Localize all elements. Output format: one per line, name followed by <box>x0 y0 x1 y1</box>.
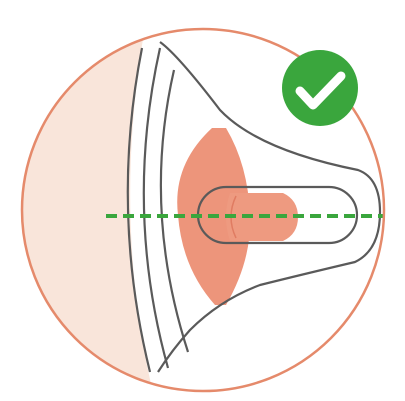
frame-circle-outline <box>20 27 386 393</box>
flange-layer-3 <box>159 69 190 353</box>
badge-circle <box>282 50 358 126</box>
checkmark-badge <box>282 50 358 126</box>
checkmark-icon <box>295 71 346 110</box>
flange-outline <box>126 41 382 373</box>
flange-layer-2 <box>142 47 170 369</box>
flange-layer-1 <box>126 47 152 373</box>
flange-outer-edge <box>157 41 382 373</box>
